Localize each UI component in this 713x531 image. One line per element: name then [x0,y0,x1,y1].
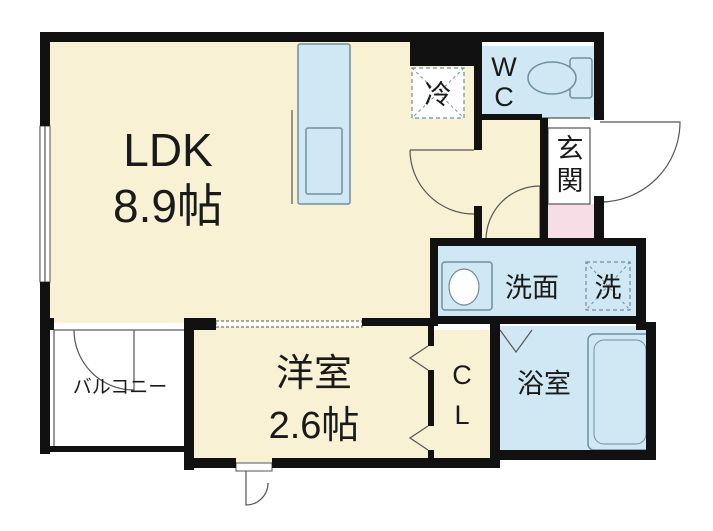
wc-label-top: W [491,52,517,82]
washroom-label: 洗面 [505,273,559,303]
ldk-door-swing [409,149,475,215]
balcony-label: バルコニー [73,377,168,398]
hall-floor [480,118,550,240]
fridge-cross-b [411,67,465,119]
ldk-size: 8.9帖 [113,180,223,232]
entrance-door-swing [599,121,681,203]
closet-label-bottom: L [454,400,469,430]
closet-floor [432,330,492,463]
western-room-door-frame [235,462,273,472]
western-room-name: 洋室 [276,353,352,395]
wc-label-bottom: C [494,82,514,112]
washer-label: 洗 [595,273,622,303]
toilet-bowl [527,61,577,95]
western-room-size: 2.6帖 [269,405,360,447]
bath-label: 浴室 [517,369,571,399]
western-room-door-swing [245,465,269,506]
bath-door-mark [499,329,533,354]
western-room-window [215,320,363,328]
entrance-label-bottom: 関 [557,166,584,196]
kitchen-sink [305,127,343,195]
entrance-floor [546,204,594,240]
balcony-door-swing [73,329,135,391]
closet-door-mark-top [408,345,429,371]
western-room-floor [194,323,432,463]
entrance-label-top: 玄 [557,134,584,164]
washbasin-bowl [448,268,480,306]
fridge-label: 冷 [425,80,452,110]
walls [40,32,656,470]
ldk-floor [46,38,432,323]
closet-label-top: C [452,360,472,390]
washer-cross-b [585,261,631,311]
washroom-door-swing [485,185,541,241]
bathtub-inner [593,339,647,445]
ldk-name: LDK [123,124,213,176]
closet-door-mark-bottom [408,425,429,451]
